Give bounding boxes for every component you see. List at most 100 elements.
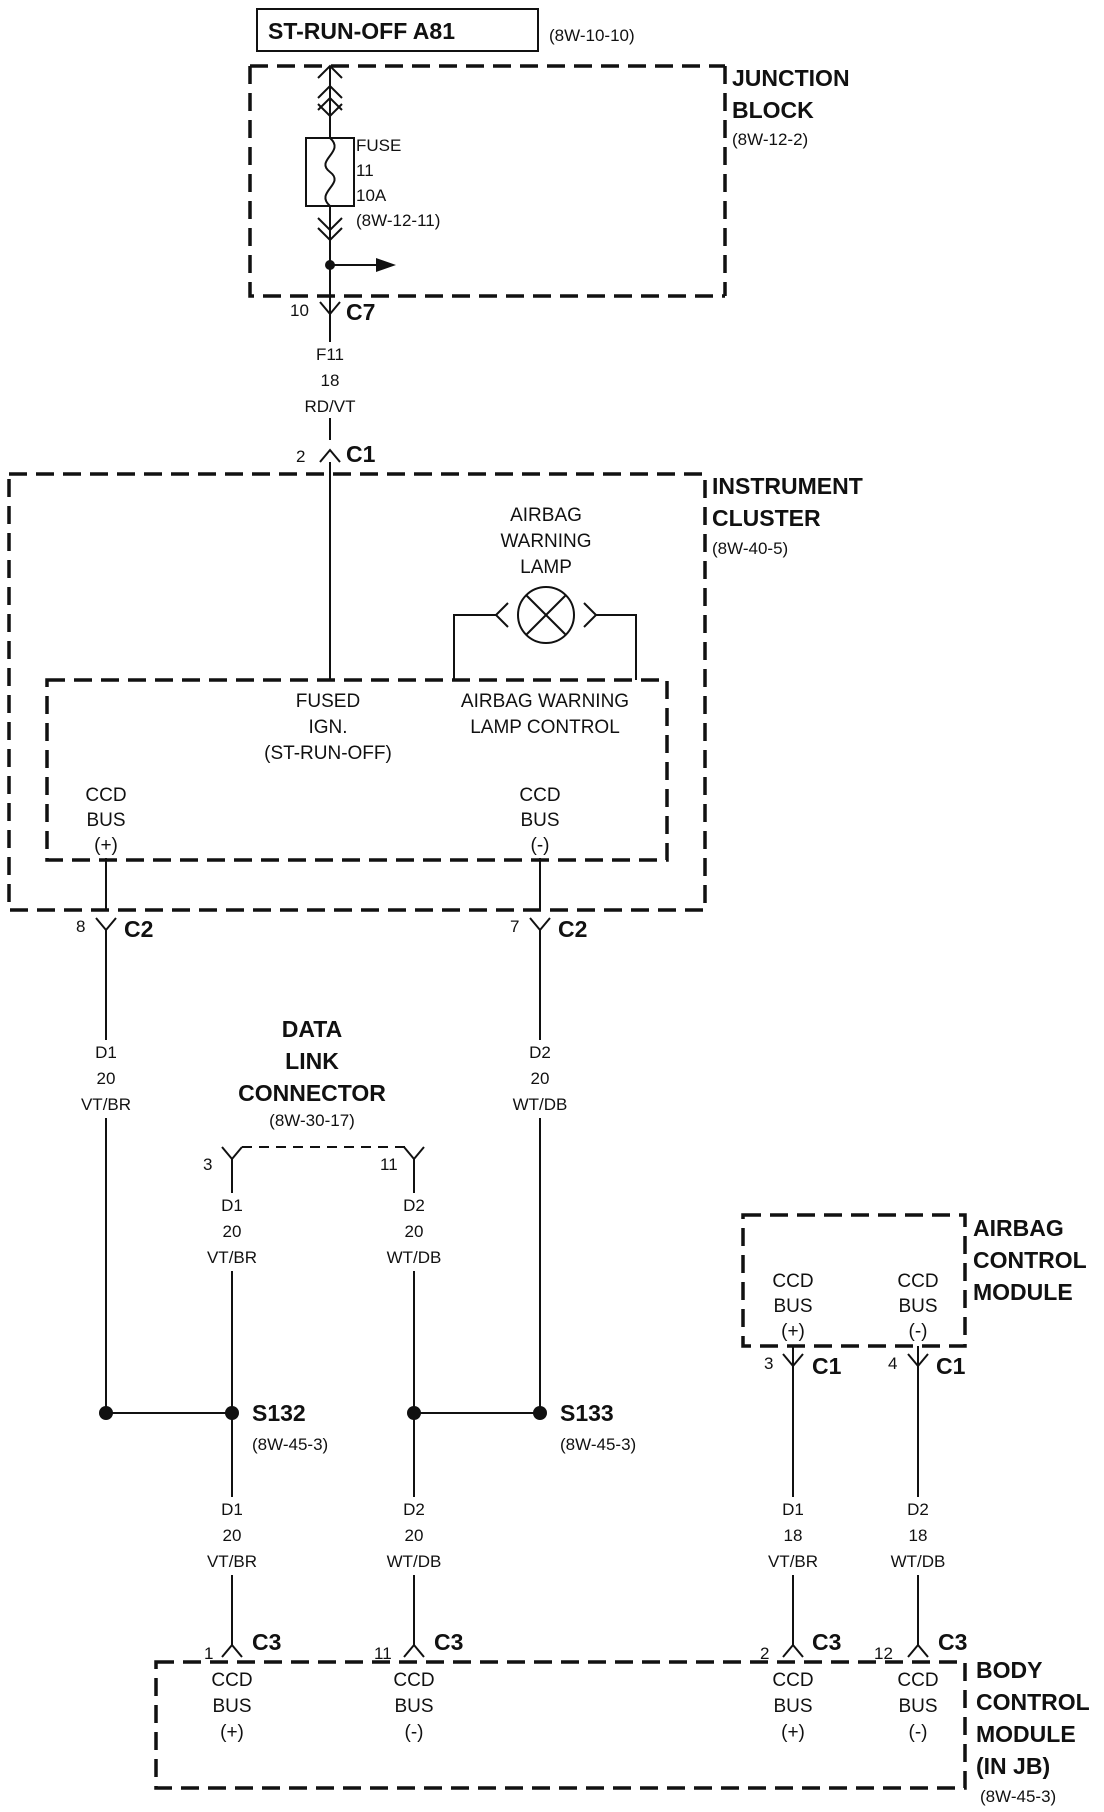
lamp-label-2: WARNING (500, 531, 591, 552)
wire-d2-bcm-gauge: 20 (405, 1526, 424, 1545)
fuse-label-4: (8W-12-11) (356, 211, 440, 230)
dlc-name-2: LINK (285, 1048, 339, 1074)
dlc-wire-d1-gauge: 20 (223, 1222, 242, 1241)
label-mask (198, 1497, 266, 1575)
cluster-ccd-pos-2: BUS (86, 810, 125, 831)
dlc-wire-d1-circuit: D1 (221, 1196, 243, 1215)
bcm-conn-2-bus-3: (-) (405, 1722, 424, 1743)
fuse-label-3: 10A (356, 186, 387, 205)
dlc-pin-pos: 3 (203, 1155, 212, 1174)
wire-d1-bcm-circuit: D1 (221, 1500, 243, 1519)
connector-y-icon (403, 1146, 425, 1161)
wire-d2-cluster-label: D2 20 WT/DB (508, 1040, 572, 1118)
acm-conn-neg-pin: 4 (888, 1354, 897, 1373)
connector-c1-name: C1 (346, 441, 376, 467)
connector-y-icon (529, 917, 551, 932)
acm-name-3: MODULE (973, 1279, 1073, 1305)
wire-f11-label: F11 18 RD/VT (298, 342, 362, 418)
acm-conn-pos-pin: 3 (764, 1354, 773, 1373)
connector-acm-c1-pos: 3 C1 (764, 1353, 842, 1379)
junction-block-name-1: JUNCTION (732, 65, 850, 91)
bcm-conn-4-bus-1: CCD (897, 1670, 938, 1691)
wire-d1-bcm-color: VT/BR (207, 1552, 257, 1571)
wire-d2-cluster-circuit: D2 (529, 1043, 551, 1062)
body-control-module: BODY CONTROL MODULE (IN JB) (8W-45-3) (154, 1657, 1090, 1806)
bcm-ref: (8W-45-3) (980, 1787, 1056, 1806)
acm-frame (741, 1213, 967, 1348)
acm-wire-d1-circuit: D1 (782, 1500, 804, 1519)
fuse-label-1: FUSE (356, 136, 401, 155)
wire-d1-cluster-label: D1 20 VT/BR (74, 1040, 138, 1118)
lamp-socket-left-icon (494, 602, 509, 628)
bcm-conn-3-bus-2: BUS (773, 1696, 812, 1717)
bcm-conn-2-name: C3 (434, 1629, 463, 1655)
fused-ign-label-1: FUSED (296, 691, 360, 712)
wire-d2-bcm-color: WT/DB (387, 1552, 442, 1571)
label-mask (298, 342, 362, 418)
splice-s132-name: S132 (252, 1400, 306, 1426)
acm-ccd-neg-3: (-) (909, 1321, 928, 1342)
bcm-conn-2-bus-1: CCD (393, 1670, 434, 1691)
bcm-conn-3-name: C3 (812, 1629, 841, 1655)
wire-d2-cluster-color: WT/DB (513, 1095, 568, 1114)
instrument-cluster: INSTRUMENT CLUSTER (8W-40-5) AIRBAG WARN… (7, 462, 863, 912)
splice-s133: S133 (8W-45-3) (407, 1400, 636, 1454)
in-connector-chevron-icon (317, 96, 343, 118)
source-block: ST-RUN-OFF A81 (8W-10-10) (256, 8, 635, 52)
dlc-wire-d2-color: WT/DB (387, 1248, 442, 1267)
connector-c2-neg-name: C2 (558, 916, 587, 942)
connector-c1-pin: 2 (296, 447, 305, 466)
junction-block-ref: (8W-12-2) (732, 130, 808, 149)
connector-c7: 10 C7 (290, 299, 375, 325)
bcm-name-4: (IN JB) (976, 1753, 1050, 1779)
bcm-conn-1-bus-2: BUS (212, 1696, 251, 1717)
bcm-conn-2-bus-2: BUS (394, 1696, 433, 1717)
fuse-element-icon (324, 137, 336, 207)
acm-ccd-pos-3: (+) (781, 1321, 805, 1342)
wire-d2-bcm-circuit: D2 (403, 1500, 425, 1519)
bcm-connector-4: 12 C3 CCD BUS (-) (874, 1629, 967, 1743)
acm-ccd-pos-1: CCD (772, 1271, 813, 1292)
bcm-conn-3-pin: 2 (760, 1644, 769, 1663)
bcm-connector-3: 2 C3 CCD BUS (+) (760, 1629, 841, 1743)
wire-d1-bcm-label: D1 20 VT/BR (198, 1497, 266, 1575)
acm-ccd-neg-1: CCD (897, 1271, 938, 1292)
label-mask (74, 1040, 138, 1118)
cluster-internal-frame (45, 678, 669, 862)
bcm-name-3: MODULE (976, 1721, 1076, 1747)
wire-d2-cluster-gauge: 20 (531, 1069, 550, 1088)
fused-ign-label-2: IGN. (308, 717, 347, 738)
label-mask (884, 1497, 952, 1575)
lamp-label-1: AIRBAG (510, 505, 582, 526)
dlc-name-1: DATA (282, 1016, 342, 1042)
label-mask (198, 1193, 266, 1271)
connector-c7-pin: 10 (290, 301, 309, 320)
bcm-conn-4-bus-3: (-) (909, 1722, 928, 1743)
bcm-conn-3-bus-1: CCD (772, 1670, 813, 1691)
wire-f11-circuit: F11 (316, 345, 344, 364)
in-connector-chevron-icon (317, 64, 343, 99)
bcm-conn-1-name: C3 (252, 1629, 281, 1655)
bcm-connector-1: 1 C3 CCD BUS (+) (204, 1629, 281, 1743)
acm-wire-d2-color: WT/DB (891, 1552, 946, 1571)
lamp-control-wire (453, 614, 496, 680)
lamp-icon (517, 586, 575, 644)
cluster-ccd-neg-3: (-) (531, 835, 550, 856)
connector-c2-pos-pin: 8 (76, 917, 85, 936)
cluster-ccd-pos-3: (+) (94, 835, 118, 856)
dlc-wire-d1-color: VT/BR (207, 1248, 257, 1267)
splice-dot (99, 1406, 113, 1420)
lamp-control-label-1: AIRBAG WARNING (461, 691, 629, 712)
acm-name-1: AIRBAG (973, 1215, 1064, 1241)
instrument-cluster-name-1: INSTRUMENT (712, 473, 863, 499)
label-mask (759, 1497, 827, 1575)
junction-block: JUNCTION BLOCK (8W-12-2) FUSE 11 10A (8W… (248, 64, 850, 298)
cluster-ccd-neg-2: BUS (520, 810, 559, 831)
lamp-label-3: LAMP (520, 557, 572, 578)
splice-s132: S132 (8W-45-3) (99, 1400, 328, 1454)
wire-d2-bcm-label: D2 20 WT/DB (380, 1497, 448, 1575)
dlc-ref: (8W-30-17) (269, 1111, 355, 1130)
bcm-conn-2-pin: 11 (374, 1644, 392, 1663)
connector-c2-neg: 7 C2 (510, 916, 587, 942)
instrument-cluster-frame (7, 472, 707, 912)
